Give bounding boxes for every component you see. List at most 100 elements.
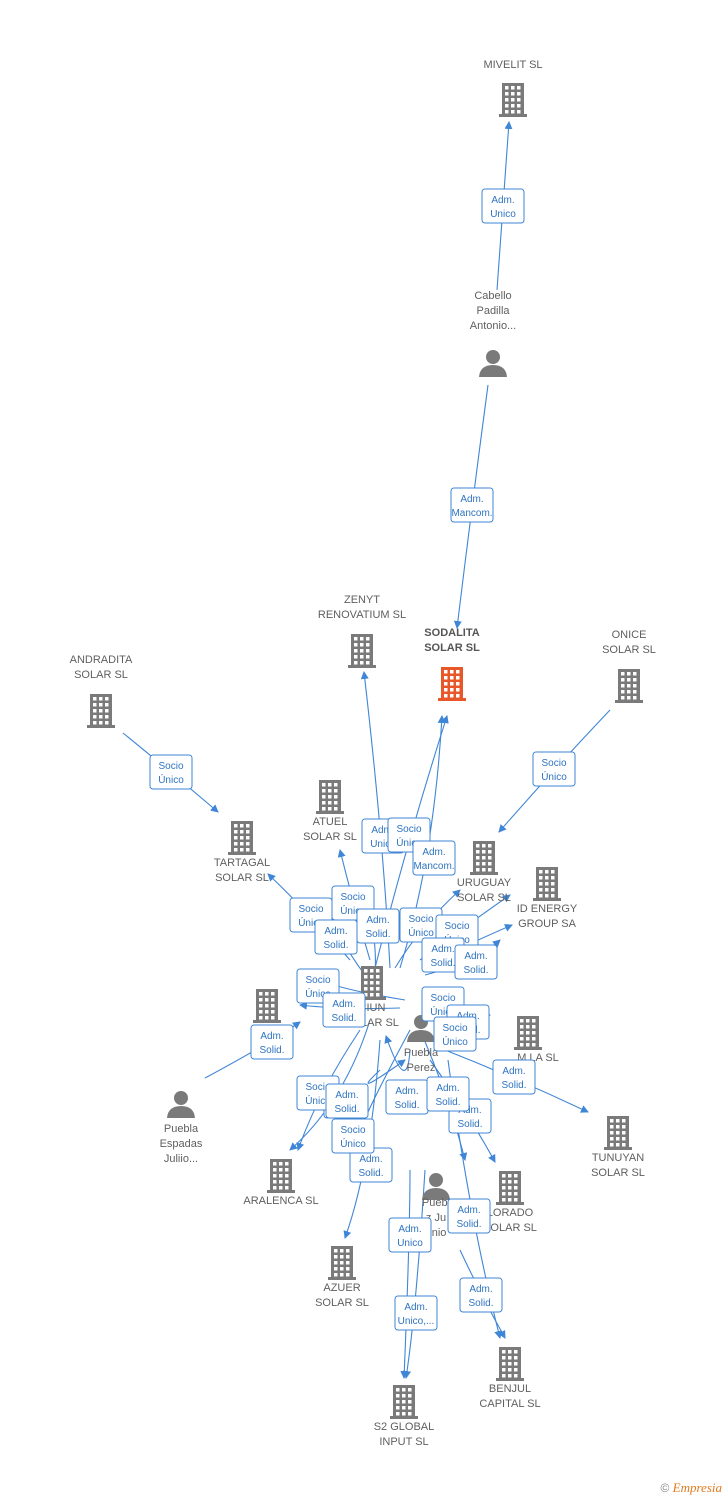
person-node-cabello[interactable]: CabelloPadillaAntonio... [470,290,516,377]
building-icon [228,821,256,855]
edges-layer [122,121,611,1379]
edge-label[interactable]: Adm.Mancom. [412,840,456,876]
edge-label-text: Socio [444,921,469,932]
edge-label[interactable]: Adm.Solid. [322,992,366,1028]
node-label: Antonio... [470,320,516,332]
edge-label[interactable]: Adm.Solid. [385,1079,429,1115]
edge-label-box [394,1295,438,1331]
relation-edge [403,1169,426,1379]
edge-label-text: Adm. [460,494,483,505]
edge-label-text: Socio [158,761,183,772]
edge-label-box [450,487,494,523]
edge-label-text: Solid. [430,958,455,969]
edge-label-text: Socio [340,1125,365,1136]
person-icon [479,350,507,377]
building-icon [514,1016,542,1050]
edge-label-text: Solid. [501,1080,526,1091]
building-icon [470,841,498,875]
node-label: ANDRADITA [70,654,133,666]
node-label: SOLAR SL [602,644,656,656]
node-label: Cabello [474,290,511,302]
node-label: SOLAR SL [591,1167,645,1179]
edge-label[interactable]: Adm.Mancom. [450,487,494,523]
edge-label-box [447,1198,491,1234]
edge-label-box [388,1217,432,1253]
relation-edge [384,1035,411,1071]
edge-label-text: Adm. [335,1090,358,1101]
edge-label[interactable]: Adm.Solid. [426,1076,470,1112]
company-node-benjul[interactable]: BENJUL CAPITAL SL [479,1347,541,1410]
node-label: Puebla [404,1047,439,1059]
person-node-puebla_espadas[interactable]: PueblaEspadasJuliio... [160,1091,203,1165]
edge-label-text: Adm. [431,944,454,955]
edge-label-text: Socio [408,914,433,925]
edge-label-text: Solid. [457,1119,482,1130]
edge-labels-layer: Adm.UnicoAdm.Mancom.SocioÚnicoSocioÚnico… [149,188,576,1331]
edge-label[interactable]: Adm. Solid. [447,1198,491,1234]
edge-label-text: Adm. [260,1031,283,1042]
edge-label-text: Solid. [435,1097,460,1108]
edge-label[interactable]: Adm.Solid. [325,1083,369,1119]
edge-label-text: Adm. [458,1105,481,1116]
edge-label-box [426,1076,470,1112]
edge-label[interactable]: Adm.Solid. [314,919,358,955]
edge-label[interactable]: Adm.Unico [481,188,525,224]
relation-edge [400,1169,411,1379]
building-icon [533,867,561,901]
edge-label[interactable]: Adm.Solid. [250,1024,294,1060]
building-icon [253,989,281,1023]
node-label: SODALITA [424,627,479,639]
node-label: CAPITAL SL [479,1398,540,1410]
company-node-aralenca[interactable]: ARALENCA SL [243,1159,319,1207]
node-label: LORADO [487,1207,534,1219]
edge-label-text: Adm. [457,1205,480,1216]
node-label: AZUER [323,1282,360,1294]
edge-label[interactable]: Adm.Solid. [356,908,400,944]
company-node-mivelit[interactable]: MIVELIT SL [483,59,543,117]
edge-label-text: Adm. [398,1224,421,1235]
edge-label-text: Solid. [365,929,390,940]
building-icon [496,1347,524,1381]
node-label: SOLAR SL [303,831,357,843]
edge-label[interactable]: Adm.Solid. [492,1059,536,1095]
building-icon [358,966,386,1000]
edge-label[interactable]: Adm.Unico,... [394,1295,438,1331]
edge-label[interactable]: Adm.Solid. [459,1277,503,1313]
edge-label[interactable]: Adm.Unico [388,1217,432,1253]
edge-label-text: Adm. [371,825,394,836]
edge-label-text: Único [340,1137,366,1150]
building-icon [328,1246,356,1280]
node-label: GROUP SA [518,918,577,930]
edge-label-box [322,992,366,1028]
edge-label-text: Solid. [456,1219,481,1230]
company-node-mla[interactable]: M LA SL [514,1016,559,1064]
building-icon [604,1116,632,1150]
edge-label-text: Unico [370,839,396,850]
edge-label[interactable]: Adm.Solid. [454,944,498,980]
edge-label-text: Único [305,1094,331,1107]
edge-label-box [149,754,193,790]
relation-edge [367,1059,406,1084]
node-label: BENJUL [489,1383,531,1395]
building-icon [87,694,115,728]
edge-label-box [331,1118,375,1154]
